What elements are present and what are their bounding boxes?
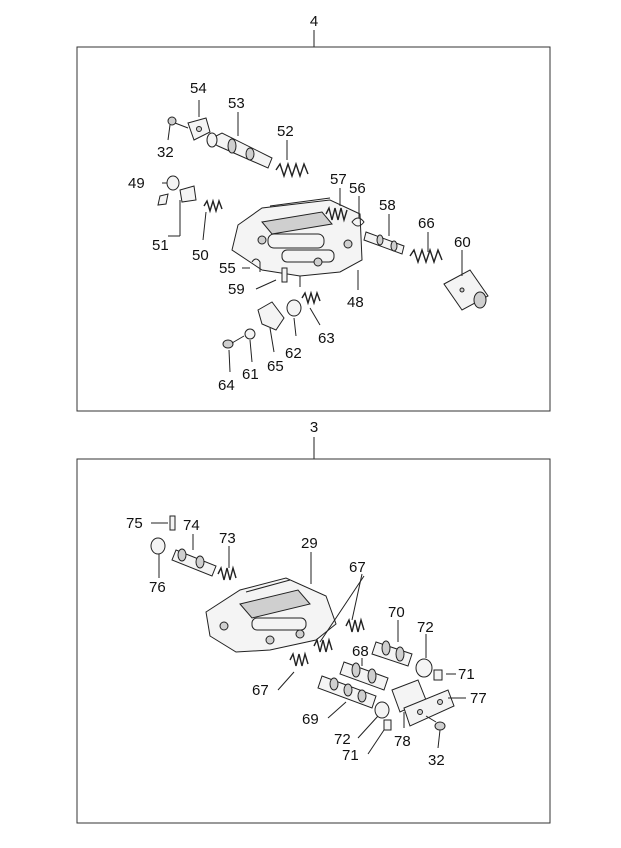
label-49: 49 [128, 175, 145, 192]
part-55-clip [251, 258, 261, 272]
assembly-3: 3 [76, 419, 551, 824]
part-73-spring [217, 565, 237, 581]
part-59-pin [281, 267, 288, 283]
part-51-retainer [157, 193, 169, 206]
label-62: 62 [285, 345, 302, 362]
plate-hole [417, 709, 423, 715]
part-67-spring [345, 617, 365, 633]
label-75: 75 [126, 515, 143, 532]
part-72-plug [415, 658, 433, 678]
part-64-bolt [222, 335, 245, 349]
valve-body-upper [231, 197, 363, 287]
part-58-valve [363, 231, 405, 255]
label-65: 65 [267, 358, 284, 375]
part-67-spring [313, 637, 333, 653]
label-52: 52 [277, 123, 294, 140]
label-50: 50 [192, 247, 209, 264]
label-53: 53 [228, 95, 245, 112]
part-54-plate [187, 117, 211, 141]
part-56-clip [351, 217, 365, 227]
label-54: 54 [190, 80, 207, 97]
label-70: 70 [388, 604, 405, 621]
part-65-plate [257, 301, 285, 331]
label-59: 59 [228, 281, 245, 298]
leaders-lower [151, 522, 466, 755]
callouts-upper: 54 53 52 32 49 51 50 57 56 58 66 60 55 5… [128, 80, 471, 394]
part-71-retainer [383, 719, 392, 731]
label-55: 55 [219, 260, 236, 277]
part-57-spring [325, 205, 348, 223]
part-53-spool [206, 132, 273, 169]
label-63: 63 [318, 330, 335, 347]
label-77: 77 [470, 690, 487, 707]
callouts-lower: 75 74 73 76 29 67 70 72 68 71 77 67 69 7… [126, 515, 487, 769]
part-49-plug [166, 175, 180, 191]
assembly-callout: 3 [310, 419, 318, 436]
label-51: 51 [152, 237, 169, 254]
part-66-spring [409, 247, 443, 265]
label-60: 60 [454, 234, 471, 251]
part-70-valve [371, 640, 413, 667]
plate-hole [437, 699, 443, 705]
label-61: 61 [242, 366, 259, 383]
part-74-valve [171, 548, 217, 577]
label-72: 72 [334, 731, 351, 748]
leaders-upper [162, 100, 463, 373]
label-71: 71 [342, 747, 359, 764]
label-57: 57 [330, 171, 347, 188]
label-64: 64 [218, 377, 235, 394]
label-74: 74 [183, 517, 200, 534]
part-63-spring [301, 290, 321, 306]
label-67: 67 [252, 682, 269, 699]
part-61-washer [244, 328, 256, 340]
part-52-spring [275, 161, 309, 179]
label-29: 29 [301, 535, 318, 552]
label-73: 73 [219, 530, 236, 547]
label-32: 32 [157, 144, 174, 161]
label-69: 69 [302, 711, 319, 728]
label-58: 58 [379, 197, 396, 214]
part-60-sleeve [443, 269, 489, 311]
assembly-4: 4 [76, 13, 551, 412]
assembly-callout: 4 [310, 13, 318, 30]
part-62-plug [286, 299, 302, 317]
valve-body-lower [205, 577, 337, 653]
label-76: 76 [149, 579, 166, 596]
part-50-spring [203, 198, 223, 214]
part-75-pin [169, 515, 176, 531]
part-32-bolt-upper [167, 116, 189, 129]
label-56: 56 [349, 180, 366, 197]
part-77-plate [403, 689, 455, 727]
label-67: 67 [349, 559, 366, 576]
part-67-spring [289, 651, 309, 667]
part-72-plug [374, 701, 390, 719]
part-51-sleeve [179, 185, 197, 203]
label-72: 72 [417, 619, 434, 636]
label-32: 32 [428, 752, 445, 769]
part-76-plug [150, 537, 166, 555]
label-48: 48 [347, 294, 364, 311]
label-71: 71 [458, 666, 475, 683]
label-66: 66 [418, 215, 435, 232]
part-71-retainer [433, 669, 443, 681]
label-68: 68 [352, 643, 369, 660]
label-78: 78 [394, 733, 411, 750]
part-69-valve [317, 675, 377, 709]
part-68-valve [339, 661, 389, 691]
